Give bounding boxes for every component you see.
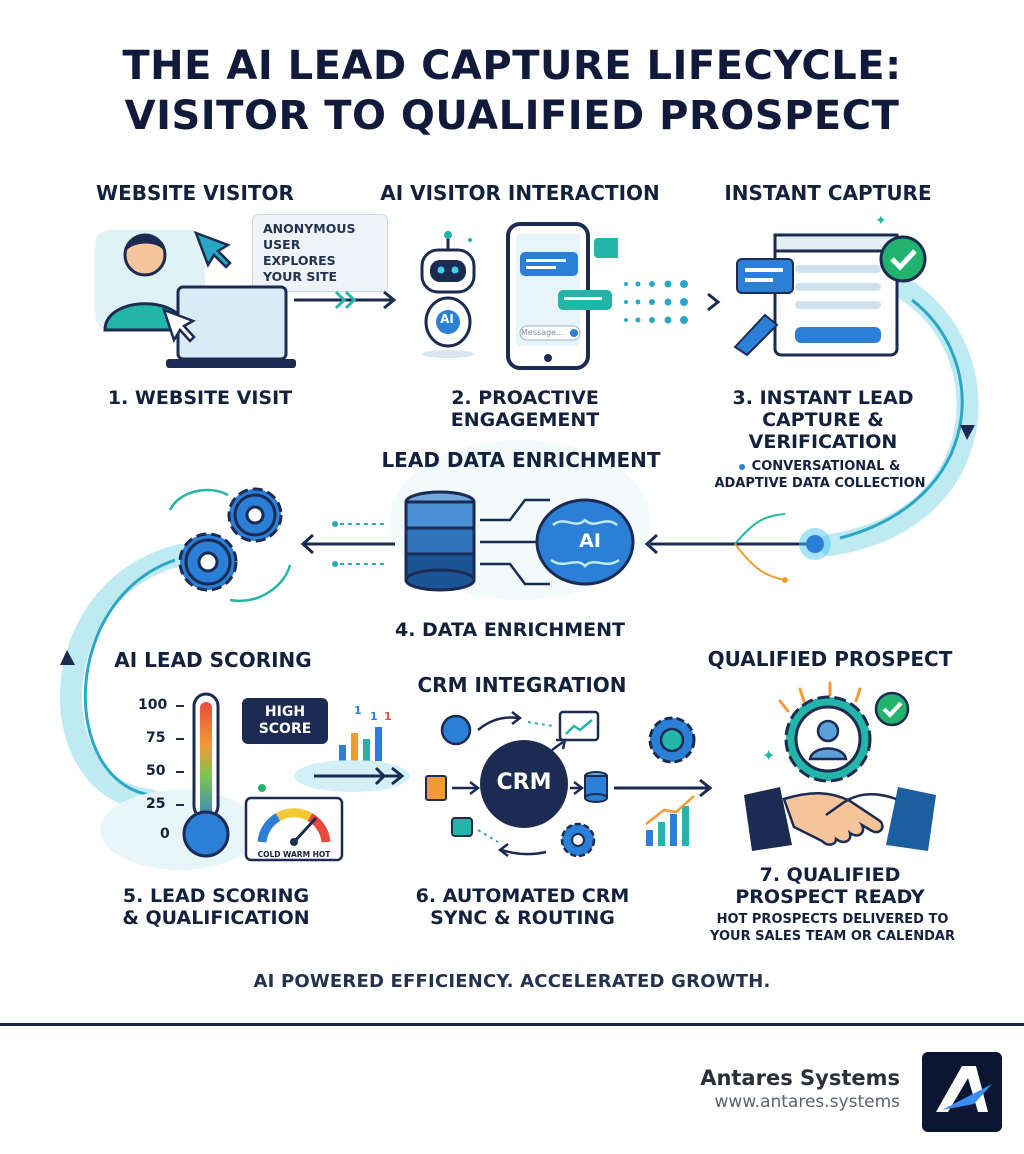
bar-label: 1: [384, 710, 392, 723]
scale-tick: 100: [138, 697, 168, 713]
brand-name: Antares Systems: [700, 1066, 900, 1090]
step-2-line: ENGAGEMENT: [450, 409, 600, 431]
step-7-line: PROSPECT READY: [735, 886, 925, 908]
robot-ai-label: AI: [440, 312, 454, 326]
step-5-label: 5. LEAD SCORING & QUALIFICATION: [100, 885, 332, 929]
step-4-label: 4. DATA ENRICHMENT: [394, 619, 626, 641]
prospect-note-line: HOT PROSPECTS DELIVERED TO: [716, 912, 949, 927]
prospect-note: HOT PROSPECTS DELIVERED TO YOUR SALES TE…: [690, 911, 975, 945]
step-2-line: 2. PROACTIVE: [451, 387, 599, 409]
gears-icon: [168, 487, 292, 603]
page-title-line-1: THE AI LEAD CAPTURE LIFECYCLE:: [122, 43, 902, 89]
svg-text:✦: ✦: [875, 215, 887, 229]
mini-bar-chart-icon: [339, 727, 382, 761]
brand-logo: [922, 1052, 1002, 1132]
scale-tick: 0: [160, 826, 170, 842]
brain-ai-label: AI: [579, 530, 601, 552]
database-icon: [404, 490, 476, 592]
crm-illustration: [425, 710, 713, 858]
chat-input-placeholder: Message...: [521, 328, 564, 337]
enrichment-illustration: [300, 490, 831, 592]
step-6-line: 6. AUTOMATED CRM: [415, 885, 630, 907]
visitor-bubble-line: ANONYMOUS: [263, 221, 356, 236]
prospect-note-line: YOUR SALES TEAM OR CALENDAR: [710, 929, 955, 944]
arrow-2-to-3: [624, 280, 721, 324]
step-2-label: 2. PROACTIVE ENGAGEMENT: [410, 387, 640, 431]
brand-url[interactable]: www.antares.systems: [714, 1092, 900, 1112]
step-3-line: CAPTURE &: [762, 409, 884, 431]
enrichment-header: LEAD DATA ENRICHMENT: [381, 448, 661, 472]
badge-line: SCORE: [258, 721, 312, 737]
page-title-line-2: VISITOR TO QUALIFIED PROSPECT: [124, 93, 900, 139]
scoring-header: AI LEAD SCORING: [114, 648, 312, 672]
visitor-bubble-line: USER EXPLORES: [263, 237, 336, 268]
note-bullet: [739, 464, 745, 470]
step-3-label: 3. INSTANT LEAD CAPTURE & VERIFICATION: [718, 387, 928, 453]
brain-icon: [535, 498, 635, 586]
footer-divider: [0, 1023, 1024, 1026]
step-5-line: 5. LEAD SCORING: [122, 885, 310, 907]
visitor-illustration: [95, 230, 296, 368]
prospect-header: QUALIFIED PROSPECT: [707, 647, 953, 671]
visitor-header: WEBSITE VISITOR: [96, 181, 294, 205]
crm-hub-label: CRM: [496, 770, 552, 795]
step-3-line: 3. INSTANT LEAD: [732, 387, 914, 409]
capture-note-line: CONVERSATIONAL &: [751, 459, 901, 474]
interaction-illustration: [420, 222, 618, 370]
badge-line: HIGH: [264, 704, 306, 720]
scale-tick: 25: [146, 796, 166, 812]
capture-header: INSTANT CAPTURE: [724, 181, 932, 205]
step-6-label: 6. AUTOMATED CRM SYNC & ROUTING: [395, 885, 650, 929]
step-5-line: & QUALIFICATION: [122, 907, 310, 929]
step-3-line: VERIFICATION: [748, 431, 898, 453]
visitor-bubble-line: YOUR SITE: [263, 269, 338, 284]
thermometer-icon: [176, 692, 344, 862]
interaction-header: AI VISITOR INTERACTION: [380, 181, 660, 205]
scale-tick: 50: [146, 763, 166, 779]
arrow-1-to-2: [294, 290, 397, 310]
capture-illustration: ✦: [733, 215, 927, 357]
prospect-illustration: ✦: [744, 681, 936, 851]
capture-note: CONVERSATIONAL & ADAPTIVE DATA COLLECTIO…: [700, 458, 940, 492]
high-score-badge: HIGH SCORE: [242, 698, 328, 744]
capture-note-line: ADAPTIVE DATA COLLECTION: [714, 476, 926, 491]
step-6-line: SYNC & ROUTING: [430, 907, 615, 929]
step-7-label: 7. QUALIFIED PROSPECT READY: [705, 864, 955, 908]
scale-tick: 75: [146, 730, 166, 746]
crm-header: CRM INTEGRATION: [417, 673, 627, 697]
visitor-bubble: ANONYMOUS USER EXPLORES YOUR SITE: [252, 214, 388, 292]
tagline: AI POWERED EFFICIENCY. ACCELERATED GROWT…: [253, 971, 771, 992]
antares-logo-icon: [936, 1066, 992, 1112]
bar-label: 1: [354, 704, 362, 717]
gauge-labels: COLD WARM HOT: [257, 850, 331, 859]
arrow-5-to-6: [294, 760, 410, 792]
bar-label: 1: [370, 710, 378, 723]
step-7-line: 7. QUALIFIED: [759, 864, 901, 886]
svg-text:✦: ✦: [762, 746, 775, 765]
step-1-label: 1. WEBSITE VISIT: [107, 387, 293, 409]
